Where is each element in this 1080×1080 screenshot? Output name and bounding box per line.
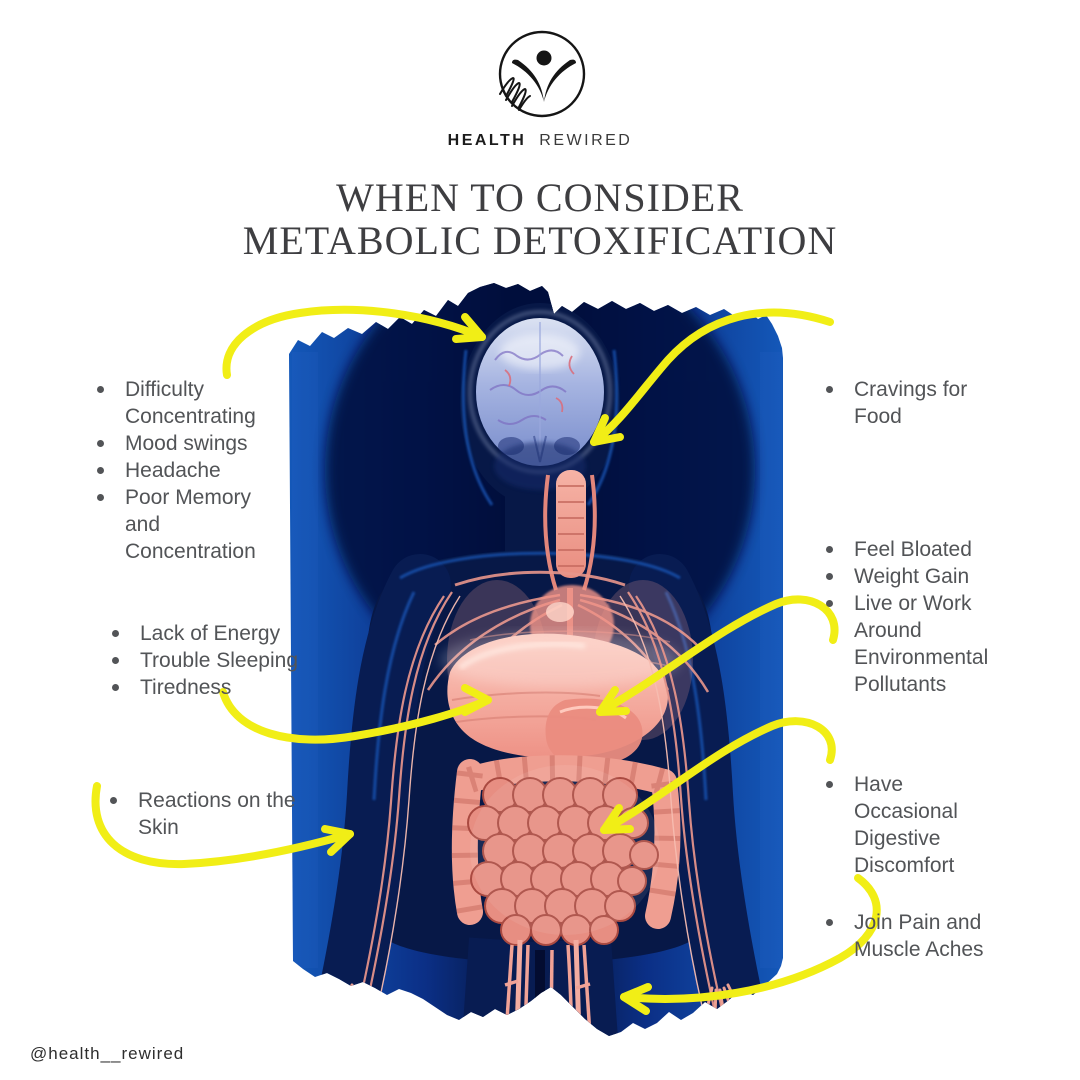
arrow-to-hip bbox=[620, 874, 881, 1015]
symptom-list-bloating: Feel Bloated Weight Gain Live or Work Ar… bbox=[822, 536, 996, 698]
symptom-item: Weight Gain bbox=[822, 563, 996, 590]
symptom-list-digestive: Have Occasional Digestive Discomfort bbox=[822, 771, 1012, 879]
page-title: WHEN TO CONSIDER METABOLIC DETOXIFICATIO… bbox=[0, 176, 1080, 262]
arrow-to-arm-skin bbox=[91, 782, 354, 869]
symptom-item: Feel Bloated bbox=[822, 536, 996, 563]
symptom-list-cravings: Cravings for Food bbox=[822, 376, 979, 430]
symptom-item: Poor Memory and Concentration bbox=[93, 484, 285, 565]
health-rewired-logo-icon bbox=[498, 30, 586, 118]
symptom-item: Have Occasional Digestive Discomfort bbox=[822, 771, 1012, 879]
symptom-list-energy: Lack of Energy Trouble Sleeping Tirednes… bbox=[108, 620, 304, 701]
symptom-item: Join Pain and Muscle Aches bbox=[822, 909, 989, 963]
symptom-item: Mood swings bbox=[93, 430, 285, 457]
symptom-list-brain: Difficulty Concentrating Mood swings Hea… bbox=[93, 376, 285, 565]
symptom-item: Difficulty Concentrating bbox=[93, 376, 285, 430]
social-handle: @health__rewired bbox=[30, 1044, 185, 1063]
intestines bbox=[451, 755, 681, 946]
brand-word-health: HEALTH bbox=[447, 132, 527, 149]
arrow-to-liver bbox=[219, 684, 492, 744]
symptom-item: Lack of Energy bbox=[108, 620, 304, 647]
arrow-to-throat bbox=[590, 308, 834, 446]
symptom-list-joint: Join Pain and Muscle Aches bbox=[822, 909, 989, 963]
arrow-to-brain bbox=[222, 305, 486, 379]
arm-vessels bbox=[356, 591, 724, 1011]
symptom-item: Tiredness bbox=[108, 674, 304, 701]
symptom-item: Cravings for Food bbox=[822, 376, 979, 430]
trachea bbox=[543, 470, 597, 591]
title-line-1: WHEN TO CONSIDER bbox=[336, 175, 744, 220]
brand-wordmark: HEALTH REWIRED bbox=[0, 132, 1080, 150]
symptom-item: Reactions on the Skin bbox=[106, 787, 298, 841]
title-line-2: METABOLIC DETOXIFICATION bbox=[242, 218, 838, 263]
symptom-item: Trouble Sleeping bbox=[108, 647, 304, 674]
arrow-to-stomach bbox=[596, 595, 839, 716]
brand-header: HEALTH REWIRED bbox=[0, 28, 1080, 150]
symptom-list-skin: Reactions on the Skin bbox=[106, 787, 298, 841]
symptom-item: Headache bbox=[93, 457, 285, 484]
brand-word-rewired: REWIRED bbox=[539, 132, 633, 149]
brain bbox=[469, 311, 611, 490]
arrow-to-intestines bbox=[600, 717, 836, 834]
symptom-item: Live or Work Around Environmental Pollut… bbox=[822, 590, 996, 698]
